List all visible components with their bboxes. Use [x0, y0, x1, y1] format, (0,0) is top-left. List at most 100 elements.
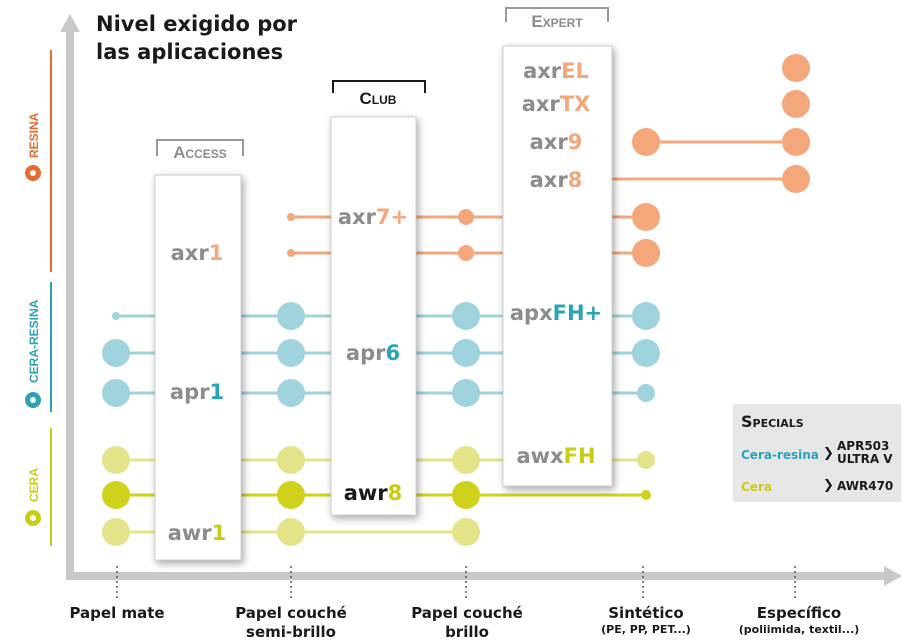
product-suffix: EL	[561, 59, 589, 83]
application-dot	[102, 518, 130, 546]
x-label-main: Papel couché	[235, 604, 347, 622]
application-dot	[102, 446, 130, 474]
application-dot	[112, 312, 120, 320]
product-prefix: apr	[170, 380, 210, 404]
application-dot	[102, 379, 130, 407]
product-label-awr8: awr8	[344, 481, 403, 505]
specials-cera-resina-label: Cera-resina	[741, 448, 819, 462]
product-prefix: axr	[530, 168, 569, 192]
expert-tier-label: Expert	[531, 12, 583, 31]
product-prefix: axr	[171, 241, 210, 265]
application-dot	[637, 451, 655, 469]
x-label-main: Específico	[756, 604, 842, 622]
product-prefix: axr	[523, 59, 562, 83]
application-dots	[102, 54, 810, 546]
application-dot	[782, 165, 810, 193]
application-dot	[287, 213, 295, 221]
x-label-sub: brillo	[445, 623, 489, 641]
product-label-apxfhplus: apxFH+	[510, 301, 602, 325]
product-suffix: 9	[568, 130, 583, 154]
y-axis-title-line2: las aplicaciones	[96, 40, 284, 64]
application-dot	[637, 384, 655, 402]
product-label-axr9: axr9	[530, 130, 583, 154]
cera-icon	[25, 510, 41, 526]
product-prefix: awx	[516, 444, 564, 468]
product-prefix: awr	[344, 481, 389, 505]
specials-cera-value: AWR470	[837, 479, 894, 493]
x-label-sub: semi-brillo	[246, 623, 336, 641]
product-suffix: 6	[385, 341, 400, 365]
application-dot	[102, 481, 130, 509]
x-label-couche-brillo: Papel couché brillo	[402, 604, 532, 642]
application-dot	[277, 339, 305, 367]
product-suffix: TX	[560, 92, 591, 116]
application-dot	[452, 302, 480, 330]
product-suffix: 1	[209, 241, 224, 265]
expert-bracket	[505, 7, 609, 22]
application-dot	[632, 128, 660, 156]
application-dot	[277, 481, 305, 509]
application-dot	[452, 379, 480, 407]
product-prefix: apx	[510, 301, 553, 325]
product-label-axr7plus: axr7+	[338, 205, 408, 229]
specials-value-line1: APR503	[837, 439, 890, 453]
application-dot	[632, 239, 660, 267]
specials-cera-resina-value: APR503 ULTRA V	[837, 440, 893, 466]
application-dot	[277, 379, 305, 407]
product-label-apr1: apr1	[170, 380, 224, 404]
y-axis-title-line1: Nivel exigido por	[96, 12, 298, 36]
application-dot	[452, 481, 480, 509]
product-suffix: 8	[568, 168, 583, 192]
product-label-awr1: awr1	[168, 521, 227, 545]
x-label-papel-mate: Papel mate	[62, 604, 172, 623]
x-label-main: Sintético	[608, 604, 684, 622]
specials-panel: Specials Cera-resina ❯ APR503 ULTRA V Ce…	[733, 404, 901, 502]
product-suffix: 1	[209, 380, 224, 404]
application-dot	[452, 518, 480, 546]
resina-icon	[25, 165, 41, 181]
y-axis-title: Nivel exigido por las aplicaciones	[96, 10, 297, 66]
application-dot	[277, 446, 305, 474]
product-suffix: 7+	[376, 205, 408, 229]
access-bracket	[156, 139, 244, 156]
product-labels: axr1apr1awr1axr7+apr6awr8axrELaxrTXaxr9a…	[168, 59, 602, 545]
application-dot	[287, 249, 295, 257]
product-label-axr8: axr8	[530, 168, 583, 192]
product-prefix: awr	[168, 521, 213, 545]
application-dot	[277, 302, 305, 330]
x-label-main: Papel mate	[69, 604, 165, 622]
club-box	[330, 116, 417, 516]
chevron-right-icon: ❯	[823, 446, 834, 461]
x-label-couche-semi: Papel couché semi-brillo	[226, 604, 356, 642]
access-tier-label: Access	[173, 143, 227, 162]
y-axis-arrow	[60, 14, 80, 32]
specials-value-line2: ULTRA V	[837, 452, 893, 466]
product-label-axr1: axr1	[171, 241, 224, 265]
application-dot	[632, 203, 660, 231]
product-prefix: axr	[522, 92, 561, 116]
specials-cera-label: Cera	[741, 480, 772, 494]
product-suffix: 8	[388, 481, 403, 505]
cera-label: CERA	[27, 468, 41, 502]
product-suffix: 1	[212, 521, 227, 545]
cera-resina-icon	[25, 392, 41, 408]
x-label-especifico: Específico (poliimida, textil...)	[724, 604, 874, 636]
application-dot	[452, 446, 480, 474]
resina-label: RESINA	[27, 112, 41, 158]
club-tier-label: Club	[360, 89, 397, 108]
product-label-axrel: axrEL	[523, 59, 589, 83]
application-dot	[632, 339, 660, 367]
x-label-sub: (PE, PP, PET...)	[601, 623, 691, 636]
product-label-apr6: apr6	[346, 341, 400, 365]
application-dot	[458, 209, 474, 225]
application-dot	[458, 245, 474, 261]
x-label-main: Papel couché	[411, 604, 523, 622]
expert-box	[502, 45, 613, 487]
x-ticks	[116, 566, 796, 600]
club-bracket	[332, 80, 426, 93]
application-dot	[782, 90, 810, 118]
application-dot	[102, 339, 130, 367]
specials-title: Specials	[741, 412, 804, 431]
application-dot	[632, 302, 660, 330]
